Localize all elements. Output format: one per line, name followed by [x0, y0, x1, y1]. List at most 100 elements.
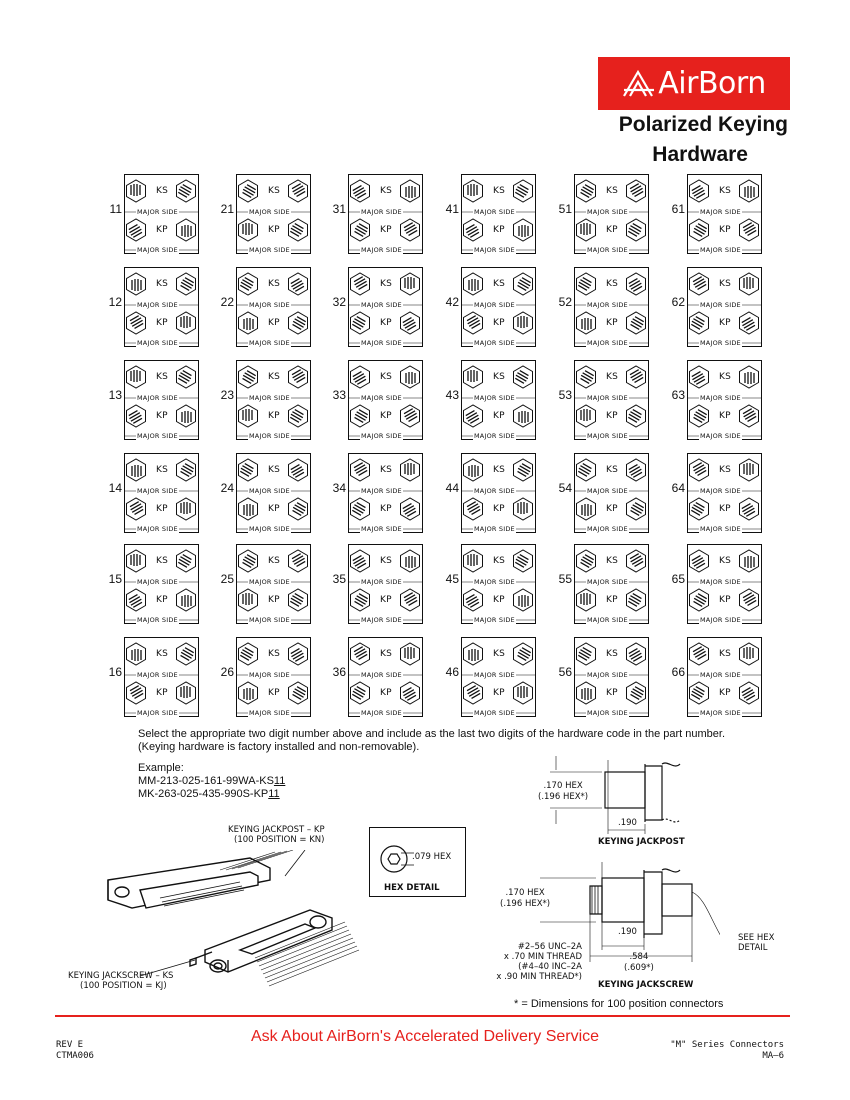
kp-label: KP [267, 688, 281, 698]
ks-label: KS [492, 186, 507, 196]
example-block: Example: MM-213-025-161-99WA-KS11 MK-263… [138, 762, 285, 801]
example-pn2: MK-263-025-435-990S-KP11 [138, 788, 280, 800]
ks-label: KS [379, 649, 394, 659]
keying-diagram [461, 637, 536, 717]
keying-code: 21 [220, 202, 234, 216]
keying-code: 31 [332, 202, 346, 216]
keying-code: 53 [558, 388, 572, 402]
keying-code: 32 [332, 295, 346, 309]
major-side-label: MAJOR SIDE [586, 208, 629, 216]
kp-label: KP [379, 411, 393, 421]
jackpost-title: KEYING JACKPOST [598, 837, 685, 847]
jackpost-hex-dim: .170 HEX (.196 HEX*) [538, 781, 589, 802]
kp-label: KP [492, 225, 506, 235]
major-side-label: MAJOR SIDE [360, 208, 403, 216]
kp-label: KP [718, 318, 732, 328]
major-side-label: MAJOR SIDE [248, 208, 291, 216]
keying-code: 44 [445, 481, 459, 495]
major-side-label: MAJOR SIDE [136, 709, 179, 717]
ks-label: KS [379, 465, 394, 475]
footnote: * = Dimensions for 100 position connecto… [514, 998, 724, 1010]
keying-diagram [236, 174, 311, 254]
major-side-label: MAJOR SIDE [699, 671, 742, 679]
ks-label: KS [605, 465, 620, 475]
major-side-label: MAJOR SIDE [136, 525, 179, 533]
example-label: Example: [138, 762, 184, 774]
ks-label: KS [267, 649, 282, 659]
jackscrew-drawing [540, 862, 720, 962]
keying-diagram [687, 544, 762, 624]
major-side-label: MAJOR SIDE [360, 432, 403, 440]
ks-label: KS [718, 279, 733, 289]
major-side-label: MAJOR SIDE [136, 578, 179, 586]
keying-diagram [348, 453, 423, 533]
major-side-label: MAJOR SIDE [699, 616, 742, 624]
major-side-label: MAJOR SIDE [586, 432, 629, 440]
keying-diagram [348, 637, 423, 717]
footer-rule [55, 1015, 790, 1017]
kp-label: KP [379, 595, 393, 605]
footer-revision: REV E CTMA006 [56, 1040, 94, 1061]
keying-code: 45 [445, 572, 459, 586]
kp-label: KP [718, 504, 732, 514]
kp-label: KP [492, 595, 506, 605]
major-side-label: MAJOR SIDE [586, 578, 629, 586]
major-side-label: MAJOR SIDE [473, 246, 516, 254]
keying-diagram [124, 544, 199, 624]
instructions-line2: (Keying hardware is factory installed an… [138, 741, 420, 753]
major-side-label: MAJOR SIDE [586, 487, 629, 495]
ks-label: KS [605, 649, 620, 659]
keying-code: 51 [558, 202, 572, 216]
ks-label: KS [155, 186, 170, 196]
kp-label: KP [155, 225, 169, 235]
keying-code: 61 [671, 202, 685, 216]
major-side-label: MAJOR SIDE [586, 671, 629, 679]
keying-code: 55 [558, 572, 572, 586]
keying-code: 43 [445, 388, 459, 402]
major-side-label: MAJOR SIDE [360, 301, 403, 309]
kp-label: KP [267, 318, 281, 328]
ks-label: KS [379, 372, 394, 382]
page-title-line1: Polarized Keying [618, 113, 788, 136]
jackpost-callout: KEYING JACKPOST – KP (100 POSITION = KN) [228, 825, 325, 845]
keying-code: 23 [220, 388, 234, 402]
keying-code: 63 [671, 388, 685, 402]
ks-label: KS [605, 279, 620, 289]
kp-label: KP [605, 504, 619, 514]
keying-code: 46 [445, 665, 459, 679]
ks-label: KS [605, 556, 620, 566]
kp-label: KP [718, 688, 732, 698]
kp-label: KP [267, 595, 281, 605]
major-side-label: MAJOR SIDE [248, 616, 291, 624]
hex-socket-icon [380, 845, 414, 873]
kp-label: KP [155, 318, 169, 328]
kp-label: KP [267, 411, 281, 421]
major-side-label: MAJOR SIDE [136, 432, 179, 440]
keying-code: 56 [558, 665, 572, 679]
ks-label: KS [155, 556, 170, 566]
major-side-label: MAJOR SIDE [586, 246, 629, 254]
major-side-label: MAJOR SIDE [473, 301, 516, 309]
keying-diagram [574, 267, 649, 347]
kp-label: KP [605, 595, 619, 605]
connector-illustration [107, 850, 360, 987]
kp-label: KP [492, 411, 506, 421]
airborn-wing-icon [623, 69, 655, 97]
major-side-label: MAJOR SIDE [136, 616, 179, 624]
brand-name: AirBorn [658, 66, 766, 101]
major-side-label: MAJOR SIDE [136, 339, 179, 347]
major-side-label: MAJOR SIDE [248, 578, 291, 586]
jackscrew-title: KEYING JACKSCREW [598, 980, 694, 990]
ks-label: KS [267, 556, 282, 566]
